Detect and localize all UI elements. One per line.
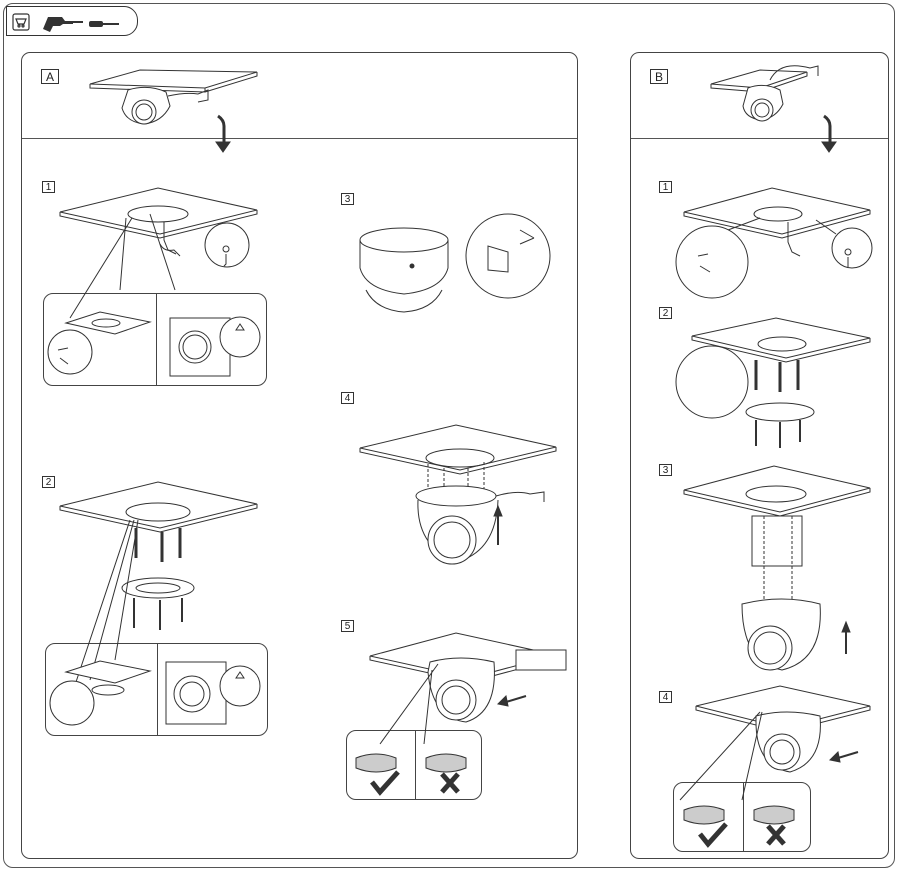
detail-b4-divider: [743, 783, 744, 851]
detail-b4-illustration: [683, 805, 795, 825]
arrow-up-icon: [841, 620, 851, 654]
arrow-down-icon: [821, 114, 837, 153]
step-a-3: 3: [341, 193, 354, 205]
header-b-camera: [710, 65, 819, 122]
cross-icon: [766, 824, 786, 846]
header-a-camera: [89, 69, 258, 125]
panel-b-header: [631, 53, 888, 139]
detail-a5-illustration: [355, 753, 467, 773]
step-b-2: 2: [659, 307, 672, 319]
detail-a1-right-plate: [169, 316, 261, 377]
step-a-1: 1: [42, 181, 55, 193]
arrow-down-icon: [215, 114, 231, 153]
step-b-1: 1: [659, 181, 672, 193]
screwdriver-icon: [89, 21, 119, 27]
panel-a-header: [22, 53, 577, 139]
step-a3-camera-ring: [359, 213, 551, 313]
step-b1-ceiling: [675, 187, 873, 299]
detail-a5-divider: [415, 731, 416, 799]
step-a-2: 2: [42, 476, 55, 488]
tools-tab: [6, 6, 138, 36]
check-icon: [370, 770, 400, 796]
arrow-left-icon: [828, 750, 859, 763]
arrow-up-icon: [493, 504, 503, 545]
detail-a2-right-plate: [165, 661, 261, 725]
detail-a2-left-plate: [49, 660, 152, 726]
step-b4-ceiling: [679, 685, 871, 801]
detail-a2-divider: [157, 644, 158, 735]
step-a2-ceiling: [59, 481, 258, 701]
panel-b-label: B: [650, 69, 668, 84]
package-icon: [12, 13, 30, 31]
step-b-4: 4: [659, 691, 672, 703]
detail-a1-divider: [156, 294, 157, 385]
step-a-4: 4: [341, 392, 354, 404]
tools-illustration: [12, 13, 119, 32]
detail-a1-left-plate: [47, 311, 152, 375]
step-b2-ceiling: [675, 317, 871, 448]
step-a4-ceiling: [359, 424, 557, 565]
step-a1-ceiling: [59, 187, 258, 319]
check-icon: [698, 822, 728, 848]
step-a5-ceiling: [369, 632, 567, 745]
drill-icon: [43, 17, 83, 32]
cross-icon: [440, 772, 460, 794]
outer-frame: [3, 3, 895, 868]
step-b3-ceiling: [683, 465, 871, 671]
panel-a-label: A: [41, 69, 59, 84]
step-b-3: 3: [659, 464, 672, 476]
arrow-left-icon: [496, 694, 527, 707]
step-a-5: 5: [341, 620, 354, 632]
